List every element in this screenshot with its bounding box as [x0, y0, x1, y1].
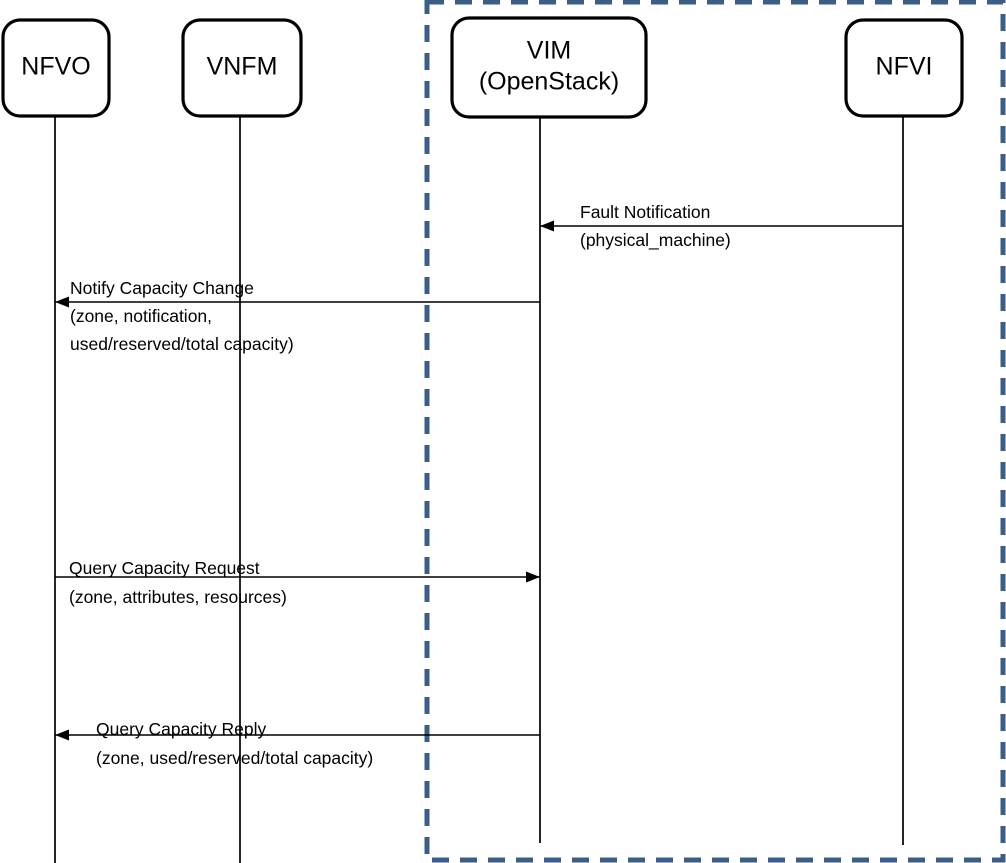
actor-vim[interactable]: VIM (OpenStack)	[450, 16, 648, 119]
message-arrowhead-query-capacity-reply	[55, 729, 69, 741]
actors-layer: NFVO VNFM VIM (OpenStack) NFVI	[1, 16, 964, 119]
actor-box-vim[interactable]	[450, 16, 648, 119]
actor-nfvi[interactable]: NFVI	[844, 18, 964, 118]
message-arrowhead-notify-capacity-change	[55, 296, 69, 308]
actor-label-vnfm: VNFM	[207, 53, 278, 81]
message-fault-notification[interactable]: Fault Notification (physical_machine)	[540, 202, 903, 251]
actor-label-nfvo: NFVO	[21, 53, 90, 81]
boundary-layer	[424, 0, 1006, 863]
message-arrowhead-query-capacity-request	[526, 571, 540, 583]
actor-box-nfvi[interactable]	[844, 18, 964, 118]
message-query-capacity-request[interactable]: Query Capacity Request (zone, attributes,…	[55, 558, 540, 607]
actor-box-nfvo[interactable]	[1, 18, 111, 118]
message-arrowhead-fault-notification	[540, 220, 554, 232]
lifelines-layer	[54, 116, 904, 863]
actor-label-vim-line-1: VIM	[527, 37, 571, 65]
message-label-notify-capacity-change-line-2: (zone, notification,	[70, 306, 212, 326]
message-label-fault-notification-line-2: (physical_machine)	[580, 230, 731, 251]
message-notify-capacity-change[interactable]: Notify Capacity Change (zone, notificatio…	[55, 278, 540, 354]
actor-label-vim-line-2: (OpenStack)	[479, 68, 619, 96]
message-label-fault-notification-line-1: Fault Notification	[580, 202, 710, 222]
message-label-query-capacity-reply-line-2: (zone, used/reserved/total capacity)	[96, 748, 373, 768]
message-query-capacity-reply[interactable]: Query Capacity Reply (zone, used/reserved…	[55, 719, 540, 768]
messages-layer: Fault Notification (physical_machine) Noti…	[55, 202, 903, 768]
message-label-notify-capacity-change-line-3: used/reserved/total capacity)	[70, 334, 294, 354]
message-label-query-capacity-request-line-1: Query Capacity Request	[69, 558, 260, 578]
message-label-notify-capacity-change-line-1: Notify Capacity Change	[70, 278, 254, 298]
nfv-domain-boundary	[424, 0, 1006, 863]
message-label-query-capacity-request-line-2: (zone, attributes, resources)	[69, 587, 287, 607]
actor-box-vnfm[interactable]	[181, 18, 303, 118]
actor-vnfm[interactable]: VNFM	[181, 18, 303, 118]
actor-label-nfvi: NFVI	[876, 53, 933, 81]
message-label-query-capacity-reply-line-1: Query Capacity Reply	[96, 719, 266, 739]
actor-nfvo[interactable]: NFVO	[1, 18, 111, 118]
